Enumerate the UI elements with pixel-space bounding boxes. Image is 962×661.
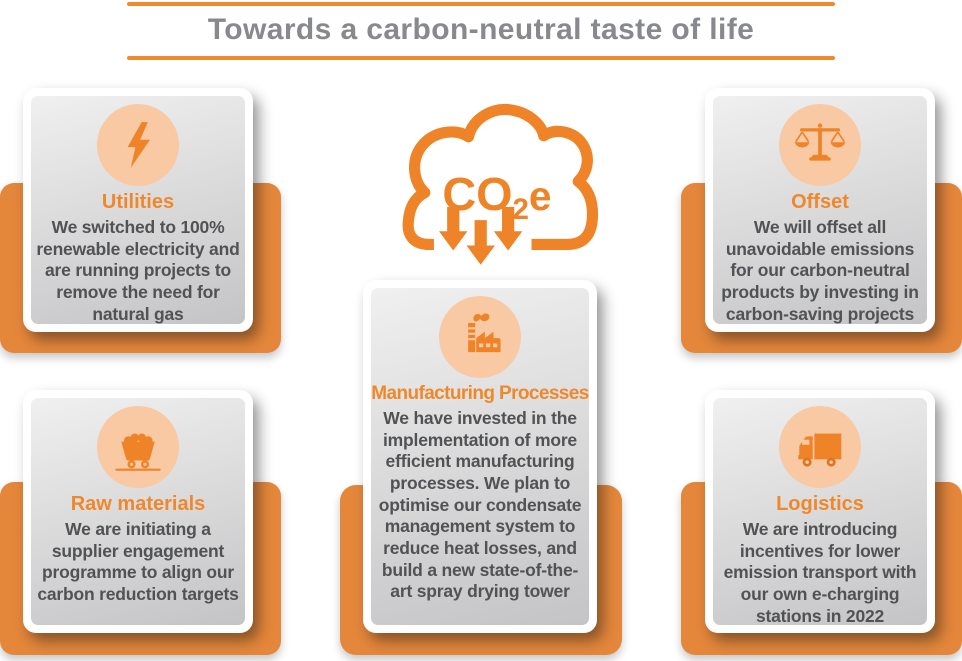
card-logistics-body: We are introducing incentives for lower … [723,519,917,626]
co2e-cloud-icon: CO2e [383,92,617,278]
header-rule-bottom [127,56,835,60]
card-raw-materials-title: Raw materials [70,493,206,515]
card-raw-materials: Raw materials We are initiating a suppli… [23,390,253,633]
card-utilities-panel: Utilities We switched to 100% renewable … [31,96,245,324]
manufacturing-icon-circle [439,296,521,378]
card-manufacturing-panel: Manufacturing Processes We have invested… [371,288,589,625]
card-utilities: Utilities We switched to 100% renewable … [23,88,253,332]
card-logistics-title: Logistics [776,493,864,515]
card-offset-body: We will offset all unavoidable emissions… [721,217,919,324]
card-manufacturing-title: Manufacturing Processes [371,383,589,404]
logistics-icon-circle [779,406,861,488]
card-utilities-title: Utilities [101,191,175,213]
raw-materials-icon-circle [97,406,179,488]
scales-icon [794,123,846,161]
utilities-icon-circle [97,104,179,186]
card-utilities-body: We switched to 100% renewable electricit… [36,217,240,324]
card-offset-title: Offset [791,191,849,213]
card-raw-materials-body: We are initiating a supplier engagement … [37,519,239,605]
factory-icon [468,313,501,353]
down-arrow-right [493,206,523,251]
card-manufacturing-body: We have invested in the implementation o… [378,407,582,602]
page-title: Towards a carbon-neutral taste of life [207,13,755,46]
card-offset: Offset We will offset all unavoidable em… [705,88,935,332]
co2e-label: CO2e [442,168,551,226]
mine-cart-icon [115,433,161,471]
down-arrow-left [439,206,468,251]
card-raw-materials-panel: Raw materials We are initiating a suppli… [31,398,245,625]
offset-icon-circle [779,104,861,186]
card-offset-panel: Offset We will offset all unavoidable em… [713,96,927,324]
truck-icon [798,433,842,467]
logistics-icon-wrap: Logistics We are introducing incentives … [713,398,927,626]
card-manufacturing: Manufacturing Processes We have invested… [363,280,597,633]
down-arrow-middle [466,220,495,265]
lightning-icon [127,122,150,168]
header-rule-top [127,2,835,6]
card-logistics: Logistics We are introducing incentives … [705,390,935,633]
